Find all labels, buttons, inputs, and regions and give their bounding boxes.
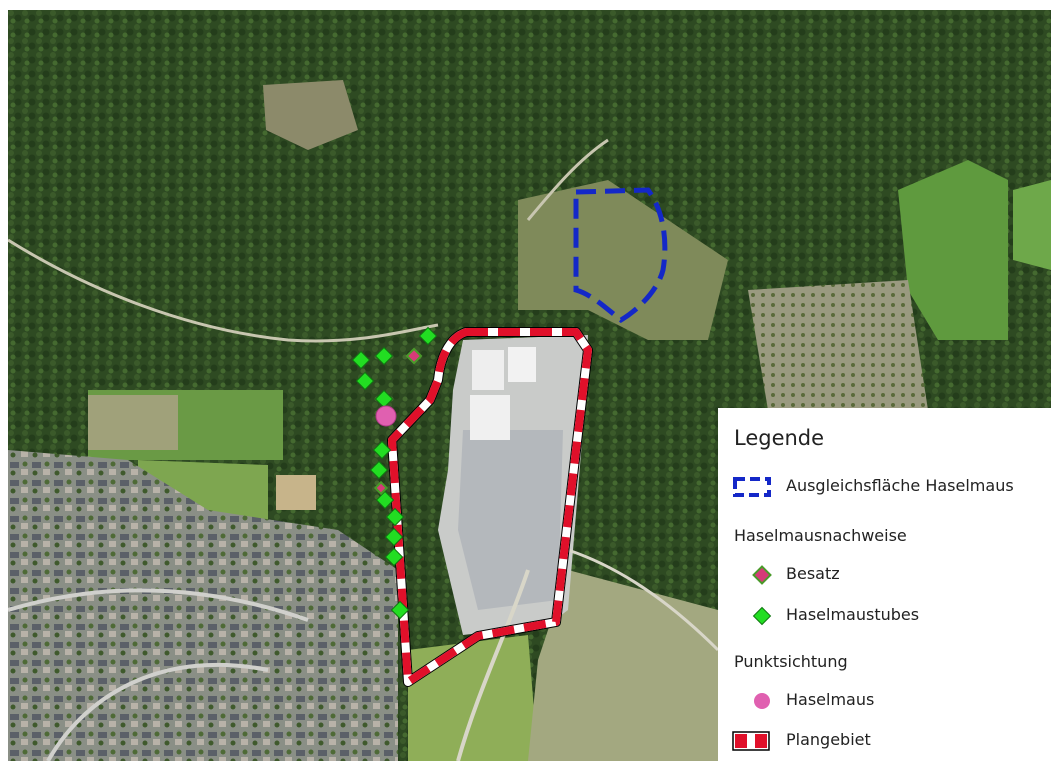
tube-marker[interactable] [374,389,394,409]
besatz-markers [373,347,423,496]
legend-label-haselmaus: Haselmaus [786,690,875,709]
tube-marker[interactable] [374,346,394,366]
tube-marker[interactable] [418,326,438,346]
pink-circle-icon [754,693,770,709]
legend-label-tubes: Haselmaustubes [786,605,920,624]
legend-item-ausgleich: Ausgleichsfläche Haselmaus [718,472,1051,502]
tube-marker[interactable] [375,490,395,510]
legend-item-plangebiet: Plangebiet [718,726,1051,756]
forest-road [8,238,439,343]
pink-diamond-icon [752,565,772,585]
aerial-map[interactable] [8,10,1051,761]
haselmaustubes-markers [351,326,438,620]
field-orchard [88,395,178,450]
legend-item-tubes: Haselmaustubes [718,601,1051,631]
field-bare [276,475,316,510]
legend-label-besatz: Besatz [786,564,840,583]
meadow-far-east [1013,180,1051,270]
building-3 [470,395,510,440]
tube-marker[interactable] [385,507,405,527]
tube-marker[interactable] [355,371,375,391]
road-south [456,569,530,761]
legend-label-plangebiet: Plangebiet [786,730,871,749]
legend-group-punkt: Punktsichtung [734,652,848,671]
quarry-floor [458,430,563,610]
clearing-north [263,80,358,150]
settlement [8,450,398,761]
clearing-center [518,180,728,340]
field-south-center [408,635,538,761]
legend-item-haselmaus: Haselmaus [718,686,1051,716]
tube-marker[interactable] [384,547,404,567]
sapling-field [748,280,928,410]
legend-group-nachweise: Haselmausnachweise [734,526,907,545]
field-south-east [528,570,718,761]
legend-item-besatz: Besatz [718,560,1051,590]
besatz-marker[interactable] [373,480,389,496]
ausgleichsflaeche-outline[interactable] [573,187,668,324]
town-street-2 [46,662,269,761]
road-east [567,548,720,652]
meadow-east [898,160,1008,340]
tube-marker[interactable] [372,440,392,460]
legend-panel: Legende Ausgleichsfläche Haselmaus Hasel… [718,408,1051,761]
building-1 [472,350,504,390]
plangebiet-dash [388,328,592,686]
tube-marker[interactable] [384,527,404,547]
town-street-1 [8,588,309,622]
haselmaus-sighting-marker[interactable] [375,405,397,427]
besatz-marker[interactable] [405,347,423,365]
legend-title: Legende [734,426,825,450]
legend-label-ausgleich: Ausgleichsfläche Haselmaus [786,476,1014,495]
building-2 [508,347,536,382]
red-dashed-box-icon [732,731,770,751]
tube-marker[interactable] [390,600,410,620]
tube-marker[interactable] [369,460,389,480]
green-diamond-icon [752,606,772,626]
forest-path-north [526,138,609,221]
tube-marker[interactable] [351,350,371,370]
dashed-blue-box-icon [733,477,771,497]
